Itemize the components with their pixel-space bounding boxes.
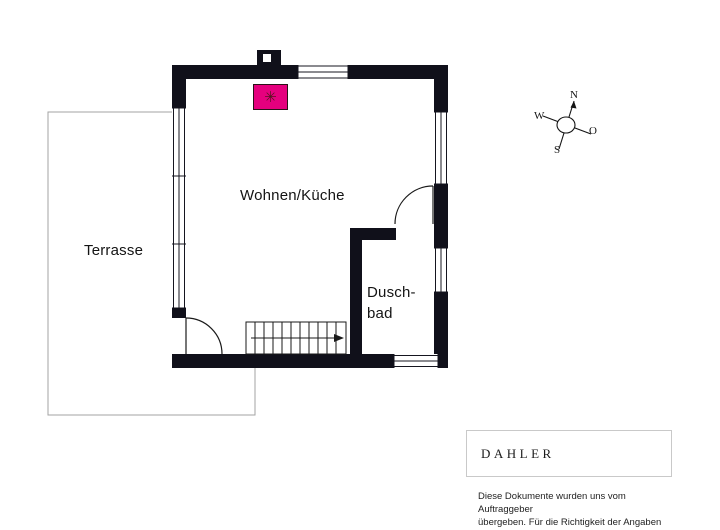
- door-swings: [185, 185, 434, 355]
- disclaimer-line-1: Diese Dokumente wurden uns vom Auftragge…: [478, 491, 626, 515]
- logo-box: DAHLER: [466, 430, 672, 477]
- room-label-bath: Dusch- bad: [367, 282, 416, 324]
- compass-south-label: S: [554, 144, 561, 156]
- fireplace-icon: ✳: [253, 84, 288, 110]
- compass-north-label: N: [570, 89, 578, 101]
- disclaimer-text: Diese Dokumente wurden uns vom Auftragge…: [478, 490, 678, 530]
- disclaimer-line-2: übergeben. Für die Richtigkeit der Angab…: [478, 517, 662, 528]
- terrace-outline: [47, 111, 256, 416]
- room-label-bath-line1: Dusch-: [367, 284, 416, 301]
- room-label-bath-line2: bad: [367, 305, 393, 322]
- fireplace-glyph: ✳: [264, 88, 277, 106]
- stairs: [245, 321, 347, 355]
- chimney-flue: [263, 54, 271, 62]
- compass-east-label: O: [589, 125, 597, 137]
- logo-text: DAHLER: [481, 445, 555, 461]
- compass-icon: [542, 100, 592, 150]
- room-label-living: Wohnen/Küche: [240, 187, 345, 204]
- compass-west-label: W: [534, 110, 545, 122]
- window-glazing: [172, 65, 448, 368]
- room-label-terrace: Terrasse: [84, 242, 144, 259]
